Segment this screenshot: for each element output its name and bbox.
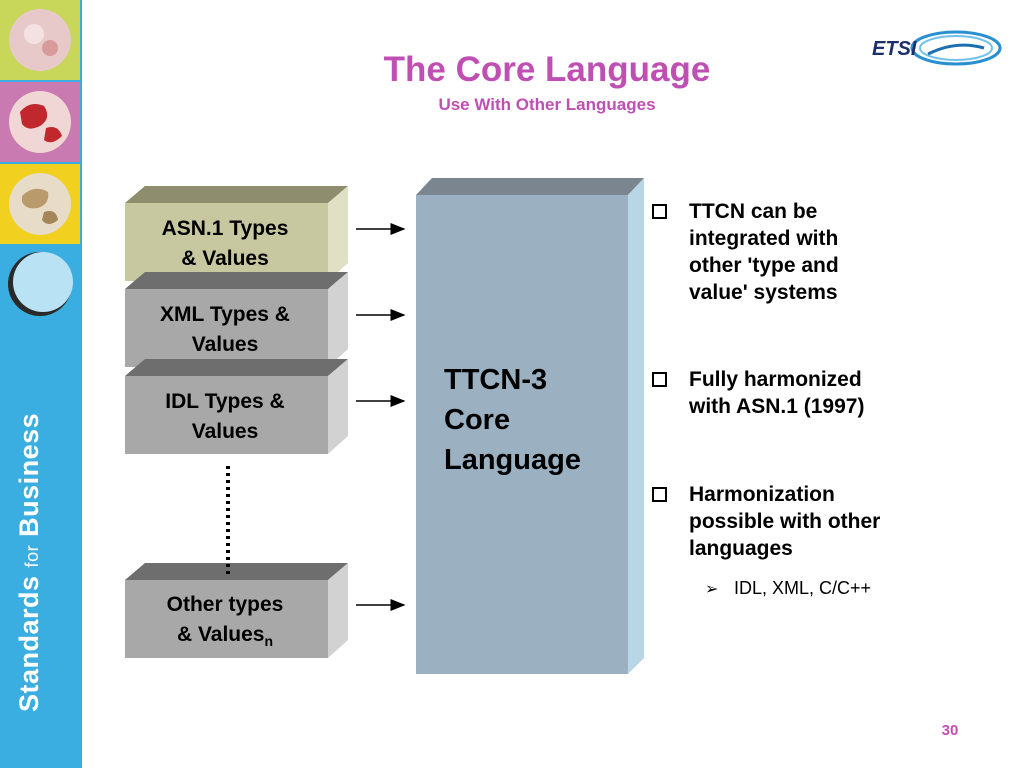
globe-icon: [9, 91, 71, 153]
core-language-label: TTCN-3 Core Language: [444, 364, 581, 476]
globe-icon: [8, 252, 73, 316]
box-xml: [125, 272, 348, 367]
globe-icon: [9, 173, 71, 235]
etsi-logo: ETSI: [868, 26, 1008, 75]
core-language-box: [416, 178, 644, 674]
sidebar: Standards for Business: [0, 0, 82, 768]
arrow-bullet-icon: ➢: [705, 581, 719, 598]
checkbox-bullet-icon: [652, 372, 667, 387]
slide-title: The Core Language: [383, 50, 711, 89]
slide-subtitle: Use With Other Languages: [438, 95, 656, 114]
globe-icon: [9, 9, 71, 71]
box-idl: [125, 359, 348, 454]
box-idl-label: IDL Types &Values: [165, 390, 285, 443]
page-number: 30: [941, 722, 959, 739]
logo-text: ETSI: [872, 38, 917, 60]
sidebar-tile-1: [0, 0, 80, 80]
sidebar-tile-3: [0, 164, 80, 244]
checkbox-bullet-icon: [652, 487, 667, 502]
box-other-label: Other types& Valuesn: [166, 593, 284, 650]
box-asn1: [125, 186, 348, 281]
box-other: [125, 563, 348, 658]
subscript-n: n: [264, 633, 274, 650]
box-xml-label: XML Types &Values: [160, 303, 290, 356]
sidebar-tile-2: [0, 82, 80, 162]
sidebar-tile-4: [0, 246, 80, 326]
checkbox-bullet-icon: [652, 204, 667, 219]
box-asn1-label: ASN.1 Types& Values: [161, 217, 289, 270]
